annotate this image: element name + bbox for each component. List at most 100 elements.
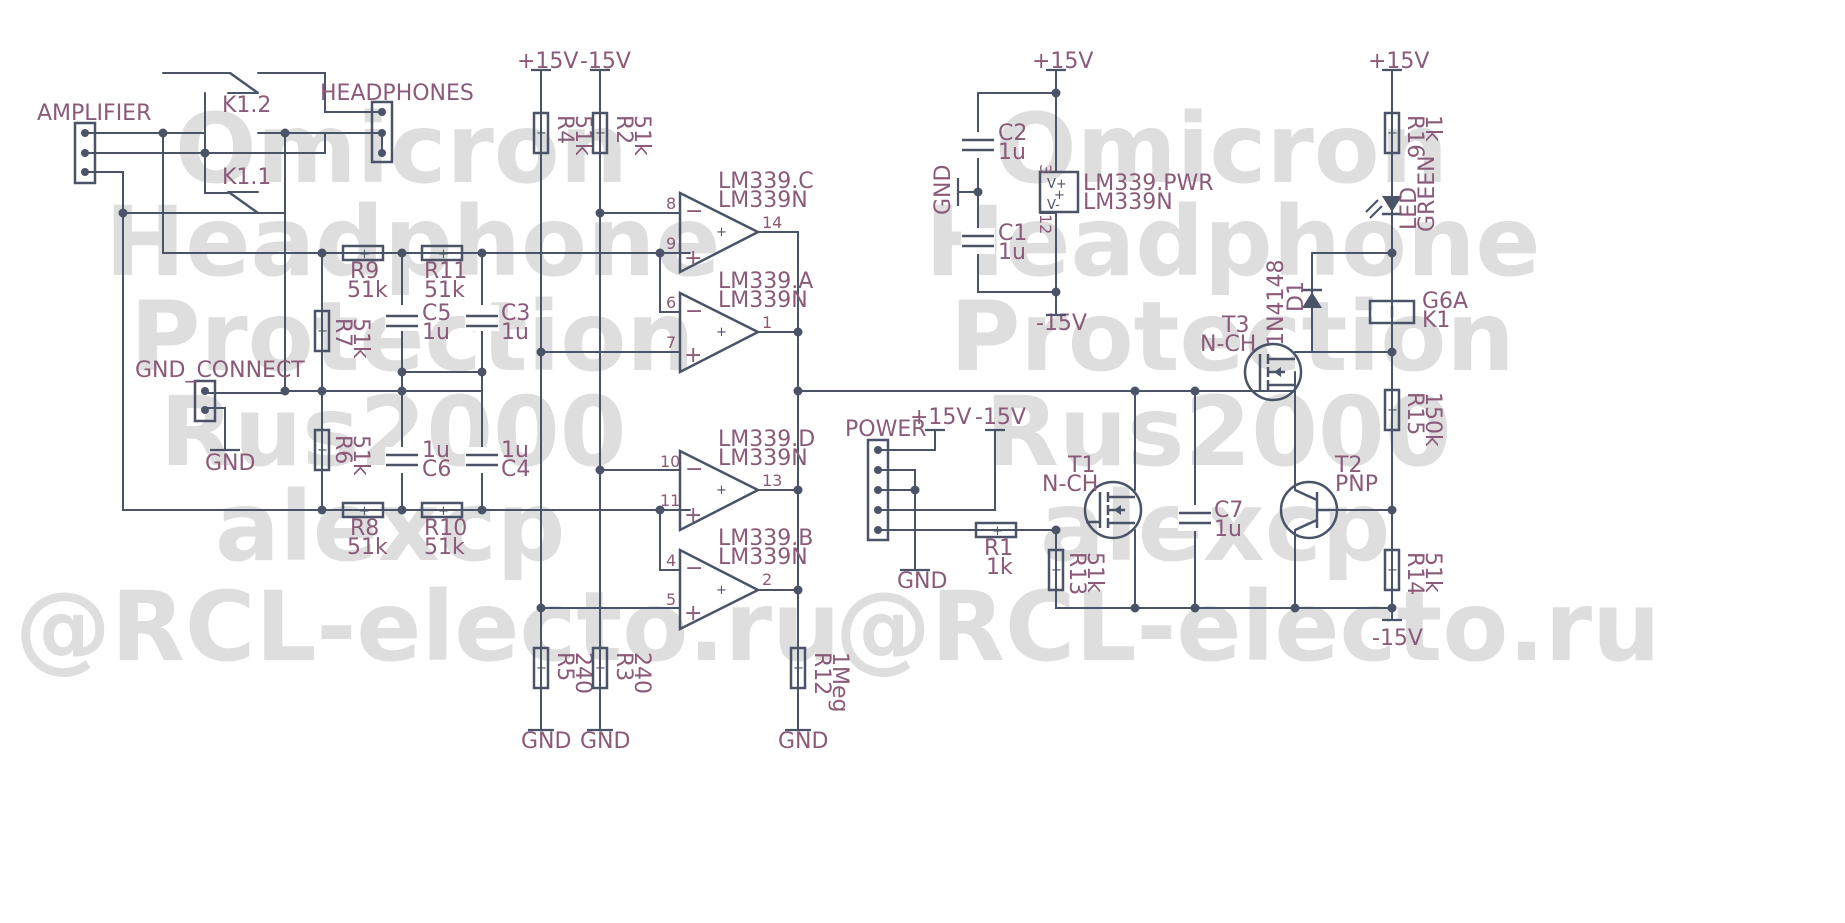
r4-name: R4 (552, 115, 577, 144)
c6-name: C6 (422, 457, 451, 482)
r6-name: R6 (330, 435, 355, 464)
lm339b-part: LM339N (718, 545, 808, 570)
pin-label: 12 (1036, 214, 1055, 234)
comparator-lm339b: −+ + 4 5 2 LM339.B LM339N (666, 526, 813, 632)
svg-text:+: + (1387, 126, 1398, 141)
pin-label: 7 (666, 333, 676, 352)
svg-text:+: + (716, 583, 727, 598)
svg-text:+: + (716, 225, 727, 240)
t2-name: T2 (1334, 453, 1362, 478)
svg-text:+: + (992, 524, 1003, 539)
k11-label: K1.1 (222, 165, 271, 190)
m15-label: -15V (1372, 626, 1423, 651)
r7-value: 51k (348, 318, 373, 359)
mosfet-t1: T1 N-CH (1042, 453, 1143, 540)
c6-value: 1u (422, 438, 450, 463)
t3-name: T3 (1221, 313, 1249, 338)
svg-text:+: + (684, 246, 702, 271)
r2-value: 51k (629, 115, 654, 156)
r14-value: 51k (1420, 552, 1445, 593)
r13-value: 51k (1082, 552, 1107, 593)
svg-text:+: + (317, 443, 328, 458)
r11-value: 51k (424, 278, 465, 303)
watermark-left: Omicron Headphone Protection Rus2000 ale… (15, 93, 840, 683)
watermark-line: Headphone (925, 186, 1540, 298)
watermark-line: Omicron (175, 93, 628, 205)
pnp-t2: T2 PNP (1279, 453, 1378, 540)
r1-name: R1 (984, 536, 1013, 561)
r9-name: R9 (350, 259, 379, 284)
r14-name: R14 (1402, 552, 1427, 595)
pin-label: 10 (660, 452, 680, 471)
watermark-line: alexcp (215, 471, 565, 583)
k12-label: K1.2 (222, 93, 271, 118)
resistor-r9: + R9 51k (341, 244, 388, 303)
rail-labels: +15V -15V +15V +15V -15V -15V GND GND GN… (517, 49, 1429, 754)
r15-value: 150k (1420, 392, 1445, 447)
diode-d1: D1 1N4148 (1264, 260, 1322, 346)
r12-name: R12 (809, 652, 834, 695)
t1-name: T1 (1067, 453, 1095, 478)
svg-text:−: − (685, 199, 703, 224)
watermark-line: @RCL-electo.ru (835, 571, 1660, 683)
c4-name: C4 (501, 457, 530, 482)
c1-name: C1 (998, 221, 1027, 246)
led-color: GREEN (1415, 155, 1440, 232)
resistor-r1: + R1 1k (974, 521, 1018, 580)
r5-name: R5 (552, 652, 577, 681)
relay-contact-k11: K1.1 (222, 165, 271, 215)
t2-type: PNP (1335, 472, 1378, 497)
lm339pwr-name: LM339.PWR (1083, 171, 1214, 196)
watermark-line: Protection (950, 281, 1515, 393)
vminus-label: V- (1047, 198, 1060, 213)
watermark-line: Rus2000 (985, 376, 1452, 488)
gnd-label: GND (931, 165, 956, 215)
resistor-r5: + R5 240 (532, 646, 595, 694)
c3-value: 1u (501, 320, 529, 345)
c2-name: C2 (998, 121, 1027, 146)
watermark-line: Headphone (105, 186, 720, 298)
svg-text:+: + (1051, 563, 1062, 578)
c7-value: 1u (1214, 517, 1242, 542)
capacitor-c1: C1 1u (961, 221, 1027, 265)
d1-part: 1N4148 (1264, 260, 1289, 346)
capacitor-c4: 1u C4 (465, 438, 530, 482)
comparator-lm339d: −+ + 10 11 13 LM339.D LM339N (660, 427, 815, 533)
p15-label: +15V (910, 405, 971, 430)
mosfet-t3: T3 N-CH (1200, 313, 1303, 402)
capacitor-c6: 1u C6 (385, 438, 451, 482)
c7-name: C7 (1214, 498, 1243, 523)
svg-text:+: + (684, 601, 702, 626)
resistor-r11: + R11 51k (420, 244, 467, 303)
r1-value: 1k (986, 555, 1013, 580)
r12-value: 1Meg (827, 652, 852, 712)
svg-text:+: + (716, 483, 727, 498)
r6-value: 51k (348, 435, 373, 476)
m15-label: -15V (975, 405, 1026, 430)
relay-coil-ref: K1 (1422, 308, 1450, 333)
power-connector: POWER +15V -15V GND (845, 405, 1026, 594)
vplus-label: V+ (1047, 177, 1067, 192)
resistor-r8: + R8 51k (341, 501, 388, 560)
comparator-lm339-pwr: V+ + V- 3 12 LM339.PWR LM339N (1036, 164, 1214, 234)
resistor-r6: + R6 51k (313, 428, 373, 476)
gnd-connect-connector: GND_CONNECT GND (135, 358, 305, 476)
r2-name: R2 (611, 115, 636, 144)
pin-label: 11 (660, 491, 680, 510)
r10-value: 51k (424, 535, 465, 560)
svg-text:+: + (359, 247, 370, 262)
c4-value: 1u (501, 438, 529, 463)
resistor-r10: + R10 51k (420, 501, 467, 560)
comparator-lm339a: −+ + 6 7 1 LM339.A LM339N (666, 269, 813, 375)
svg-text:+: + (536, 661, 547, 676)
svg-text:+: + (1387, 563, 1398, 578)
svg-text:+: + (438, 247, 449, 262)
r3-name: R3 (611, 652, 636, 681)
pin-label: 14 (762, 213, 782, 232)
lm339a-name: LM339.A (718, 269, 813, 294)
capacitor-c3: C3 1u (465, 301, 530, 345)
lm339a-part: LM339N (718, 288, 808, 313)
svg-text:+: + (1054, 188, 1065, 203)
resistor-r16: + R16 1k (1383, 111, 1445, 158)
